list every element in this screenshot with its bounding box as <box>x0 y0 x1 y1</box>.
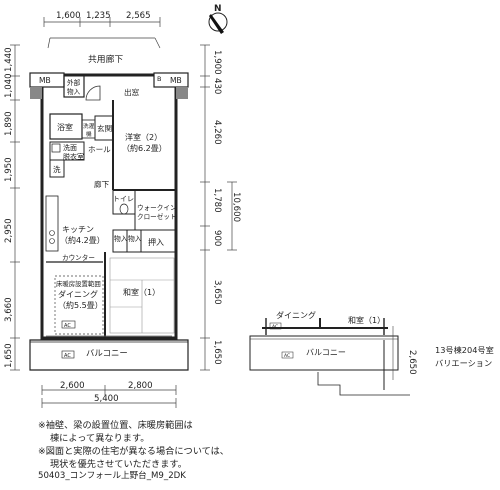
svg-text:N: N <box>214 4 222 14</box>
washroom <box>49 141 85 161</box>
dim-top-1: 1,600 <box>56 11 81 21</box>
dim-left-1: 1,440 <box>4 47 14 72</box>
svg-text:物入: 物入 <box>128 234 142 243</box>
dining-label: ダイニング <box>58 289 98 299</box>
corridor-railing <box>47 37 161 49</box>
svg-text:洗濯: 洗濯 <box>83 122 95 130</box>
inset-ac-1: AC <box>272 324 278 330</box>
note-line-1: ※袖壁、梁の設置位置、床暖房範囲は <box>38 420 193 431</box>
dim-left-7: 1,650 <box>4 343 14 368</box>
western-room-size: （約6.2畳） <box>122 143 167 153</box>
mb-left-label: MB <box>39 76 51 85</box>
kitchen-size: （約4.2畳） <box>60 235 105 245</box>
dim-right-4: 1,780 <box>212 188 222 213</box>
right-dimensions <box>200 44 237 371</box>
unit-outline <box>40 73 178 340</box>
bay-window-label: 出窓 <box>124 87 140 97</box>
svg-text:物入: 物入 <box>67 87 81 96</box>
top-dimensions <box>43 17 161 27</box>
hall-label: ホール <box>88 145 111 154</box>
mb-right <box>153 72 189 88</box>
japanese-room-label: 和室（1） <box>123 287 160 297</box>
inset-dim-right: 2,650 <box>407 350 417 375</box>
bottom-dimensions <box>41 385 177 408</box>
tatami <box>109 257 175 334</box>
counter-label: カウンター <box>62 253 95 262</box>
svg-text:B: B <box>157 75 161 83</box>
dim-top-3: 2,565 <box>126 11 151 21</box>
svg-text:脱衣室: 脱衣室 <box>63 152 84 161</box>
entry-door[interactable] <box>85 85 101 101</box>
dim-bottom-total: 5,400 <box>94 394 119 404</box>
kitchen-counter <box>45 195 59 252</box>
svg-text:洗: 洗 <box>53 164 61 174</box>
dim-right-7: 1,650 <box>212 340 222 365</box>
dining-size: （約5.5畳） <box>58 300 103 310</box>
walkin-label: ウォークイン <box>137 204 177 212</box>
svg-text:物入: 物入 <box>114 234 128 243</box>
toilet-wash-basin <box>49 159 65 178</box>
dim-right-1: 1,900 <box>212 50 222 75</box>
ac-balcony-label: AC <box>64 353 71 359</box>
dim-right-total: 10,600 <box>231 192 241 222</box>
ac-dining-label: AC <box>64 323 71 329</box>
dim-top-2: 1,235 <box>86 11 111 21</box>
dim-right-5: 900 <box>212 230 222 246</box>
svg-text:クローゼット: クローゼット <box>137 212 177 221</box>
hallway-label: 廊下 <box>94 179 110 189</box>
svg-text:押入: 押入 <box>148 237 164 247</box>
left-dimensions <box>10 44 20 371</box>
balcony <box>29 339 189 371</box>
inset-ac-2: AC <box>284 353 290 359</box>
plan-code: 50403_コンフォール上野台_M9_2DK <box>38 471 186 481</box>
dim-left-2: 1,040 <box>4 73 14 98</box>
dim-right-3: 4,260 <box>212 120 222 145</box>
svg-text:外部: 外部 <box>67 78 81 87</box>
svg-text:機: 機 <box>86 130 92 138</box>
note-line-3: ※図面と実際の住宅が異なる場合については、 <box>38 446 229 457</box>
svg-text:浴室: 浴室 <box>57 122 73 132</box>
oshiire <box>140 229 177 253</box>
inset-plan <box>249 318 410 396</box>
dim-right-2: 430 <box>212 78 222 94</box>
balcony-label: バルコニー <box>86 348 128 358</box>
variation-label-2: バリエーション <box>435 358 492 368</box>
variation-label-1: 13号棟204号室 <box>435 345 494 355</box>
inset-balcony-label: バルコニー <box>306 348 346 357</box>
note-line-2: 棟によって異なります。 <box>50 433 150 444</box>
kitchen-label: キッチン <box>62 225 94 234</box>
western-room-label: 洋室（2） <box>125 132 162 142</box>
corridor-label: 共用廊下 <box>88 53 123 65</box>
svg-text:洗面: 洗面 <box>63 143 77 152</box>
mb-right-label: MB <box>170 76 182 85</box>
floor-heating-label: 床暖房設置範囲 <box>56 279 101 288</box>
dim-left-4: 1,950 <box>4 157 14 182</box>
floor-heating-area <box>54 275 104 335</box>
dim-left-5: 2,950 <box>4 218 14 243</box>
dim-right-6: 3,650 <box>212 280 222 305</box>
inset-dining-label: ダイニング <box>276 310 316 320</box>
inset-japanese-label: 和室（1） <box>348 315 385 325</box>
outside-storage <box>63 74 85 98</box>
svg-text:玄関: 玄関 <box>97 123 112 133</box>
dim-left-6: 3,660 <box>4 297 14 322</box>
note-line-4: 現状を優先させていただきます。 <box>50 459 187 470</box>
svg-text:トイレ: トイレ <box>113 195 134 203</box>
north-arrow-icon: N <box>208 4 228 34</box>
dim-left-3: 1,890 <box>4 111 14 136</box>
toilet-icon <box>119 203 129 215</box>
dim-bottom-1: 2,600 <box>60 381 85 391</box>
dim-bottom-2: 2,800 <box>128 381 153 391</box>
